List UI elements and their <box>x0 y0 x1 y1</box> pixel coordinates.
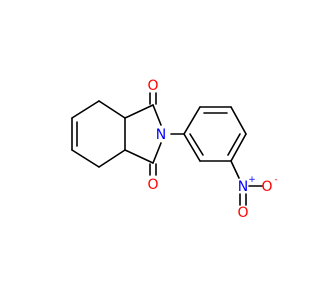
bond-c3a-carbonyl-bottom <box>124 149 154 164</box>
bond-benz-3-4 <box>230 106 247 135</box>
atom-n-imide: N <box>156 127 166 143</box>
molecule-diagram: O O N N + O - O <box>71 78 278 221</box>
atom-o-top: O <box>147 78 158 94</box>
bond-ring-c4-c5 <box>71 149 100 168</box>
atom-o-nitro-bottom: O <box>237 205 248 221</box>
bond-aryl-nitro <box>230 160 240 179</box>
atom-o-nitro-right: O <box>261 179 272 195</box>
bond-benz-6-1 <box>183 133 201 162</box>
bond-carbonyl-top-n <box>152 104 162 126</box>
charge-o-nitro-right: - <box>274 175 277 185</box>
bond-benz-1-2 <box>183 106 201 135</box>
bond-benz-double-left <box>189 133 204 156</box>
charge-n-nitro: + <box>248 175 256 185</box>
bond-ring-c1-c2 <box>98 100 126 119</box>
bond-benz-double-right <box>227 133 241 156</box>
bond-carbonyl-bottom-n <box>152 142 162 164</box>
bond-benz-4-5 <box>230 133 247 162</box>
atom-o-bottom: O <box>147 177 158 193</box>
bond-ring-c5-c6 <box>98 149 126 168</box>
atom-label-layer: O O N N + O - O <box>147 78 277 221</box>
molecule-structure: O O N N + O - O <box>71 78 278 221</box>
bond-ring-c2-c3 <box>71 100 100 119</box>
bond-layer <box>71 92 263 206</box>
atom-n-nitro: N <box>238 179 248 195</box>
bond-c7a-carbonyl-top <box>124 104 154 119</box>
